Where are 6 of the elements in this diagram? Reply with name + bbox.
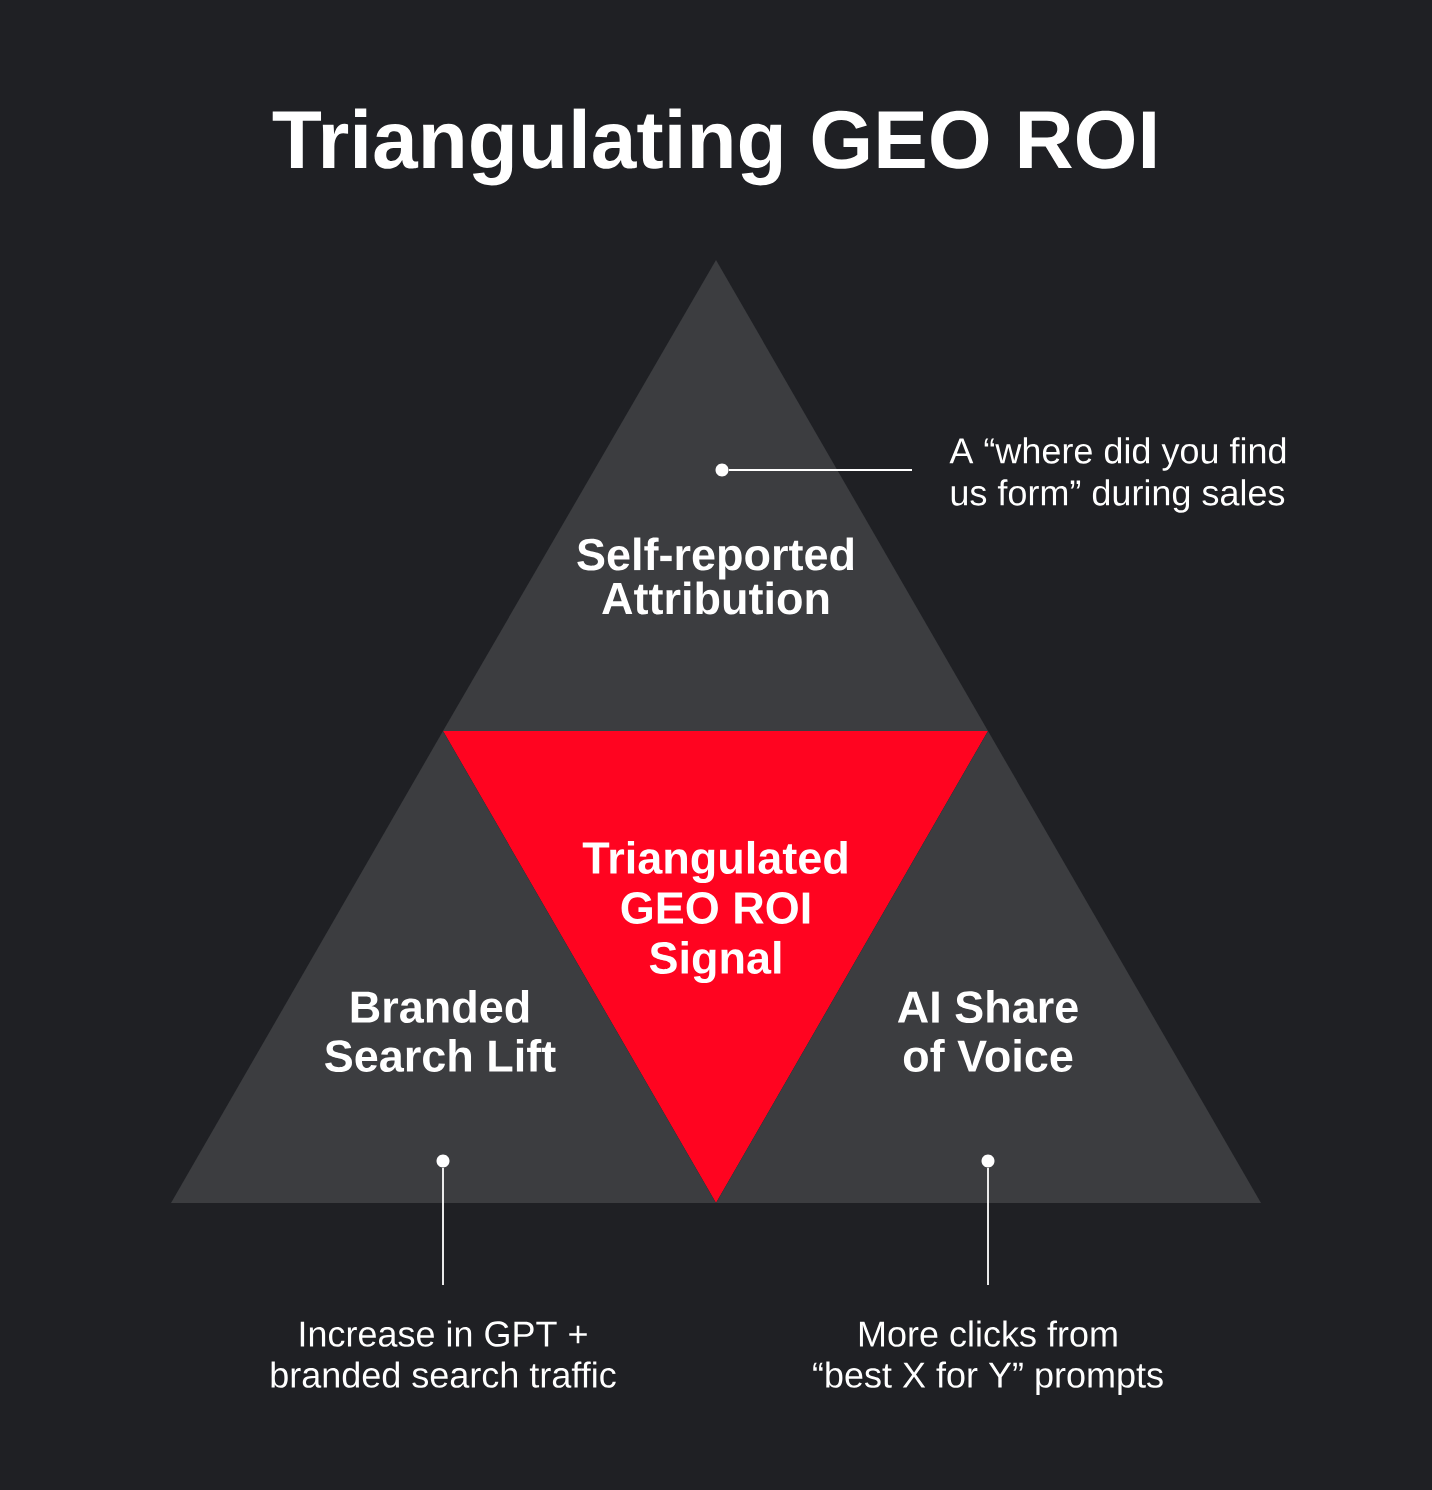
title: Triangulating GEO ROI <box>272 108 1155 186</box>
leader-line <box>728 469 913 471</box>
callout-text: More clicks from “best X for Y” prompts <box>813 1320 1163 1395</box>
callout-text: Increase in GPT + branded search traffic <box>271 1320 616 1388</box>
leader-line <box>442 1167 444 1286</box>
leader-line <box>987 1167 989 1286</box>
